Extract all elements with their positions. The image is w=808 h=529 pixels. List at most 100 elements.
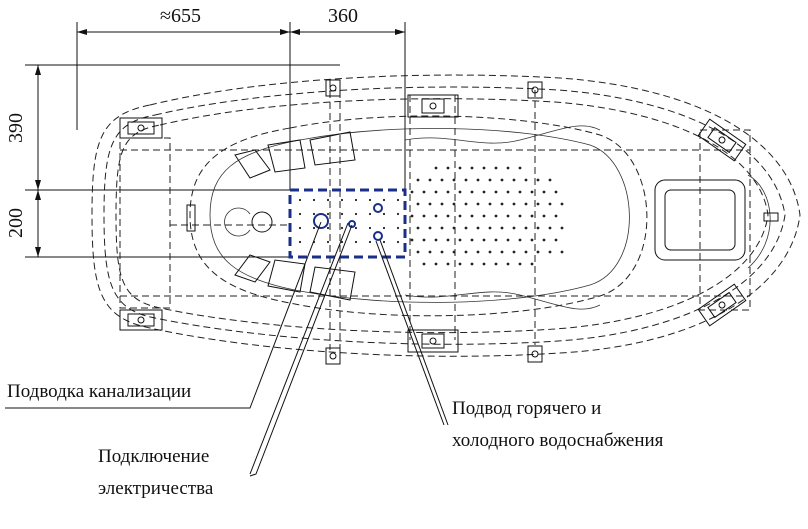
- jet-dot: [536, 250, 540, 254]
- jet-dot: [340, 198, 344, 202]
- jet-dot: [470, 214, 474, 218]
- jet-dot: [326, 240, 330, 244]
- jet-dot: [494, 166, 498, 170]
- jet-dot: [476, 202, 480, 206]
- jet-dot: [560, 226, 564, 230]
- jet-dot: [548, 250, 552, 254]
- jet-dot: [476, 250, 480, 254]
- jet-dot: [500, 250, 504, 254]
- jet-dot: [440, 202, 444, 206]
- jet-dot: [382, 240, 386, 244]
- jet-dot: [458, 214, 462, 218]
- jet-dot: [494, 262, 498, 266]
- jet-dot: [542, 238, 546, 242]
- jet-dot: [382, 226, 386, 230]
- jet-dot: [298, 212, 302, 216]
- dimension-labels: ≈655 360 390 200: [5, 5, 358, 238]
- foot-bottom-left: [119, 309, 163, 331]
- jet-dot: [464, 178, 468, 182]
- jet-dot: [340, 212, 344, 216]
- jet-dot: [494, 238, 498, 242]
- support-feet: [119, 79, 747, 365]
- jet-dot: [458, 238, 462, 242]
- jet-dot: [464, 226, 468, 230]
- jet-dot: [542, 214, 546, 218]
- foot-top-mid: [407, 94, 459, 118]
- jet-dot: [446, 238, 450, 242]
- jet-dot: [554, 190, 558, 194]
- hot-water-port: [373, 203, 383, 213]
- jet-dot: [354, 212, 358, 216]
- jet-dot: [410, 214, 414, 218]
- jet-dot: [554, 238, 558, 242]
- jet-dot: [446, 166, 450, 170]
- jet-dot: [458, 262, 462, 266]
- jet-dot: [524, 202, 528, 206]
- jet-dot: [368, 226, 372, 230]
- leader-lines: [5, 221, 449, 477]
- jet-dot: [422, 214, 426, 218]
- jet-dot: [368, 198, 372, 202]
- jet-dot: [312, 226, 316, 230]
- jet-dot: [326, 198, 330, 202]
- jet-dot: [452, 202, 456, 206]
- jet-dot: [470, 262, 474, 266]
- dimension-width-right: 360: [328, 5, 358, 27]
- jet-dot: [482, 238, 486, 242]
- dimension-height-bottom: 200: [5, 208, 27, 238]
- jet-dot: [518, 190, 522, 194]
- jet-dot: [312, 198, 316, 202]
- jet-dot: [488, 178, 492, 182]
- jet-dot: [354, 240, 358, 244]
- jet-dot: [410, 238, 414, 242]
- jet-dot: [464, 202, 468, 206]
- jet-dot: [548, 226, 552, 230]
- jet-dot: [354, 198, 358, 202]
- jet-dot: [506, 238, 510, 242]
- jet-dot: [506, 262, 510, 266]
- dimension-height-top: 390: [5, 113, 27, 143]
- jet-dot: [488, 250, 492, 254]
- jet-dot: [500, 226, 504, 230]
- dimension-lines: [25, 22, 406, 258]
- water-level-line: [404, 125, 601, 310]
- jet-dot: [470, 238, 474, 242]
- jet-dot: [434, 238, 438, 242]
- jet-dot: [422, 262, 426, 266]
- jet-dot: [458, 190, 462, 194]
- jet-dot: [416, 226, 420, 230]
- jet-dot: [482, 262, 486, 266]
- jet-dot: [298, 226, 302, 230]
- jet-dot: [470, 166, 474, 170]
- jet-dot: [464, 250, 468, 254]
- jet-dot: [340, 226, 344, 230]
- jet-dot: [530, 190, 534, 194]
- jet-dot: [530, 238, 534, 242]
- jet-dot: [396, 198, 400, 202]
- water-callout: Подвод горячего и холодного водоснабжени…: [452, 393, 663, 457]
- jet-dot: [354, 226, 358, 230]
- jet-dot: [368, 240, 372, 244]
- jet-dot: [298, 240, 302, 244]
- jet-dot: [524, 226, 528, 230]
- jet-dot: [554, 214, 558, 218]
- jet-dot: [396, 240, 400, 244]
- jet-dot: [452, 178, 456, 182]
- jet-dot: [428, 178, 432, 182]
- drain-outlet: [313, 213, 329, 229]
- jet-dot: [518, 262, 522, 266]
- jet-dot: [482, 166, 486, 170]
- jet-dot: [494, 190, 498, 194]
- jet-dot: [368, 212, 372, 216]
- water-label-line2: холодного водоснабжения: [452, 430, 664, 451]
- jet-dot: [548, 178, 552, 182]
- jet-dot: [560, 202, 564, 206]
- jet-dot: [560, 250, 564, 254]
- jet-dot: [518, 214, 522, 218]
- connection-zone: [288, 188, 407, 259]
- electric-callout: Подключение электричества: [98, 441, 213, 505]
- tub-outer-contour: [91, 74, 801, 357]
- jet-dot: [428, 226, 432, 230]
- jet-dot: [536, 202, 540, 206]
- jet-dot: [312, 212, 316, 216]
